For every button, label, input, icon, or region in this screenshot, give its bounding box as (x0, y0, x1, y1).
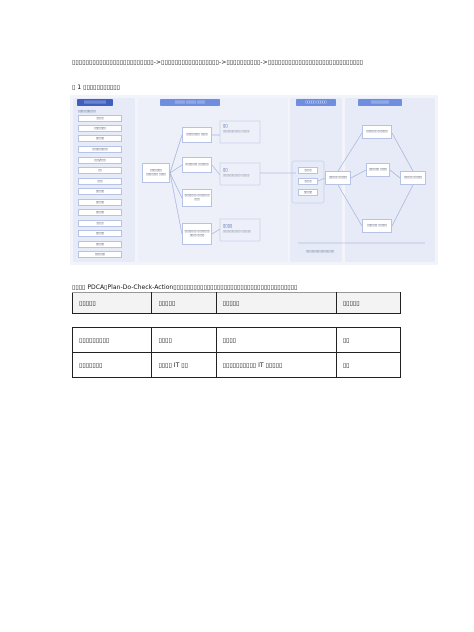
left-item: ▯▯ (78, 167, 122, 174)
flow-arrows (169, 120, 425, 244)
table-header-cell: ▯▯▯▯▯ (335, 292, 402, 314)
left-item: ▯▯▯▯▯ (78, 199, 122, 206)
phase-desc: ▯▯▯▯▯▯▯▯▯▯▯ ▯▯▯▯▯ (223, 173, 250, 177)
phase-name: ▯▯ (223, 123, 228, 128)
left-item: ▯▯▯▯▯ (78, 230, 122, 237)
table-cell: ▯▯▯▯ IT ▯▯ (151, 352, 217, 378)
table-cell: ▯▯▯▯▯▯▯ (71, 352, 153, 378)
cycle-box: ▯▯▯▯▯▯ ▯▯▯▯▯▯ (362, 125, 392, 139)
left-item: ▯▯▯▯▯ (78, 188, 122, 195)
plan-box: ▯▯▯▯▯ (298, 189, 318, 196)
figure-caption: ▯ 1 ▯▯▯▯▯▯▯▯▯▯▯ (72, 84, 120, 91)
plan-box: ▯▯▯▯ (298, 178, 318, 185)
left-item: ▯▯▯ (78, 178, 122, 185)
table-spacer-row (72, 313, 401, 328)
flow-box: ▯▯▯▯▯▯▯▯ ▯▯▯▯ (182, 127, 212, 143)
left-item: ▯▯▯▯ (78, 220, 122, 227)
data-table: ▯▯▯▯▯ ▯▯▯▯▯ ▯▯▯▯▯ ▯▯▯▯▯ ▯▯▯▯▯▯▯▯▯ ▯▯▯▯ ▯… (71, 292, 402, 378)
bottom-note: ▯▯▯▯▯▯▯▯▯▯▯▯▯▯▯▯▯ (306, 249, 335, 253)
flow-box: ▯▯▯▯▯▯▯ ▯▯▯▯▯▯▯ ▯▯▯ (182, 189, 212, 207)
plan-box: ▯▯▯▯ (298, 167, 318, 174)
table-header-cell: ▯▯▯▯▯ (151, 292, 217, 314)
pdca-paragraph: ▯▯▯▯ PDCA▯Plan-Do-Check-Action▯▯▯▯▯▯▯▯▯▯… (72, 284, 298, 291)
phase-name: ▯▯▯▯ (223, 223, 233, 228)
table-cell: ▯▯▯▯ (151, 327, 217, 353)
cycle-box: ▯▯▯▯▯ ▯▯▯▯▯ (325, 171, 351, 185)
left-item: ▯▯▯/▯▯▯ (78, 157, 122, 164)
phase-name: ▯▯ (223, 167, 228, 172)
table-cell: ▯▯ (335, 327, 402, 353)
left-subtitle: ▯▯▯▯▯▯▯▯▯▯ (78, 109, 96, 113)
header-right1: ▯▯▯▯▯ ▯▯▯▯▯ (296, 99, 336, 106)
cycle-box: ▯▯▯▯▯ ▯▯▯▯▯ (400, 171, 426, 185)
left-item: ▯▯▯▯ (78, 115, 122, 122)
table-cell: ▯▯ (335, 352, 402, 378)
flow-box: ▯▯▯▯▯▯▯ ▯▯▯▯▯▯ (182, 157, 212, 173)
header-mid: ▯▯▯▯▯ ▯▯▯▯▯ ▯▯▯▯ (160, 99, 220, 106)
table-header-cell: ▯▯▯▯▯ (215, 292, 337, 314)
table-row: ▯▯▯▯▯▯▯▯▯ ▯▯▯▯ ▯▯▯▯ ▯▯ (71, 327, 402, 353)
table-header-row: ▯▯▯▯▯ ▯▯▯▯▯ ▯▯▯▯▯ ▯▯▯▯▯ (71, 292, 402, 314)
cycle-box: ▯▯▯▯▯▯ ▯▯▯▯ (366, 163, 390, 177)
left-item: ▯▯▯▯▯ (78, 135, 122, 142)
flow-box: ▯▯▯▯▯▯▯ ▯▯▯▯▯▯▯ ▯▯▯▯ ▯▯▯▯ (182, 223, 212, 245)
table-cell: ▯▯▯▯ (215, 327, 337, 353)
intro-paragraph: ▯▯▯▯▯▯▯▯▯▯▯▯▯▯▯▯▯▯▯▯▯▯▯▯->▯▯▯▯▯▯▯▯▯▯▯▯▯▯… (72, 59, 364, 66)
governance-framework-figure: ▯▯▯▯▯▯▯▯▯▯▯ ▯▯▯▯▯ ▯▯▯▯▯ ▯▯▯▯ ▯▯▯▯▯ ▯▯▯▯▯… (70, 95, 438, 265)
header-left: ▯▯▯▯▯▯▯▯▯▯▯ (77, 99, 113, 106)
left-item: ▯▯▯▯▯ (78, 209, 122, 216)
mid-summary-box: ▯▯▯▯▯▯▯ ▯▯▯▯▯▯▯ ▯▯▯▯ (142, 163, 170, 183)
left-item: ▯▯▯▯▯▯ (78, 251, 122, 258)
left-item: ▯▯▯▯▯▯▯▯▯ (78, 146, 122, 153)
cycle-box: ▯▯▯▯▯▯ ▯▯▯▯▯ (362, 219, 392, 233)
left-item: ▯▯▯▯▯▯▯ (78, 125, 122, 132)
table-header-cell: ▯▯▯▯▯ (71, 292, 153, 314)
table-row: ▯▯▯▯▯▯▯ ▯▯▯▯ IT ▯▯ ▯▯▯▯▯▯▯▯▯▯ IT ▯▯▯▯▯ ▯… (71, 352, 402, 378)
table-cell: ▯▯▯▯▯▯▯▯▯ (71, 327, 153, 353)
header-right2: ▯▯▯▯▯▯▯▯▯ (358, 99, 402, 106)
phase-desc: ▯▯▯▯▯▯▯▯▯▯▯ ▯▯▯▯▯ (223, 129, 250, 133)
phase-desc: ▯▯▯▯▯▯▯▯▯▯▯ ▯▯▯▯▯▯ (223, 229, 251, 233)
table-cell: ▯▯▯▯▯▯▯▯▯▯ IT ▯▯▯▯▯ (215, 352, 337, 378)
left-item: ▯▯▯▯▯ (78, 241, 122, 248)
